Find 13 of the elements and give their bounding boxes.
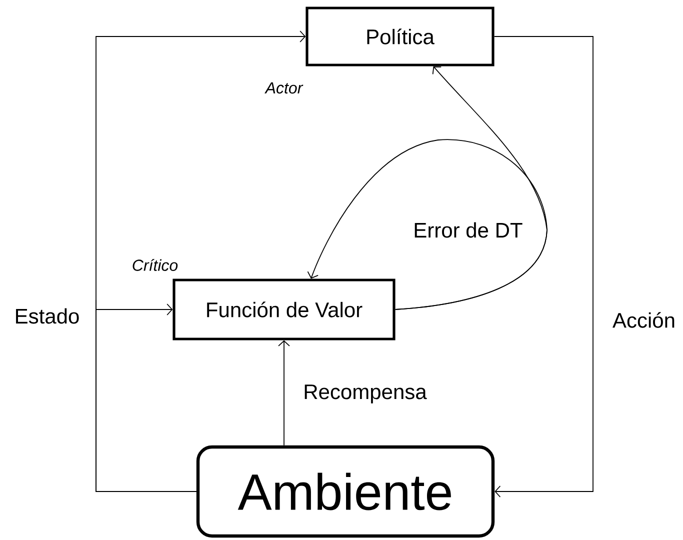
- edge-label: Recompensa: [302, 384, 428, 404]
- process-box: Política: [306, 6, 494, 66]
- role-label: Crítico: [132, 259, 178, 271]
- edge-label: Acción: [611, 311, 677, 329]
- edge-label: Error de DT: [412, 221, 524, 239]
- environment-box: Ambiente: [196, 445, 495, 538]
- process-box: Función de Valor: [172, 278, 396, 340]
- arrow: [307, 139, 548, 310]
- edge-label: Estado: [13, 307, 81, 325]
- arrow: [494, 36, 594, 498]
- arrow: [278, 340, 290, 446]
- arrow: [96, 300, 197, 492]
- role-label: Actor: [264, 82, 304, 94]
